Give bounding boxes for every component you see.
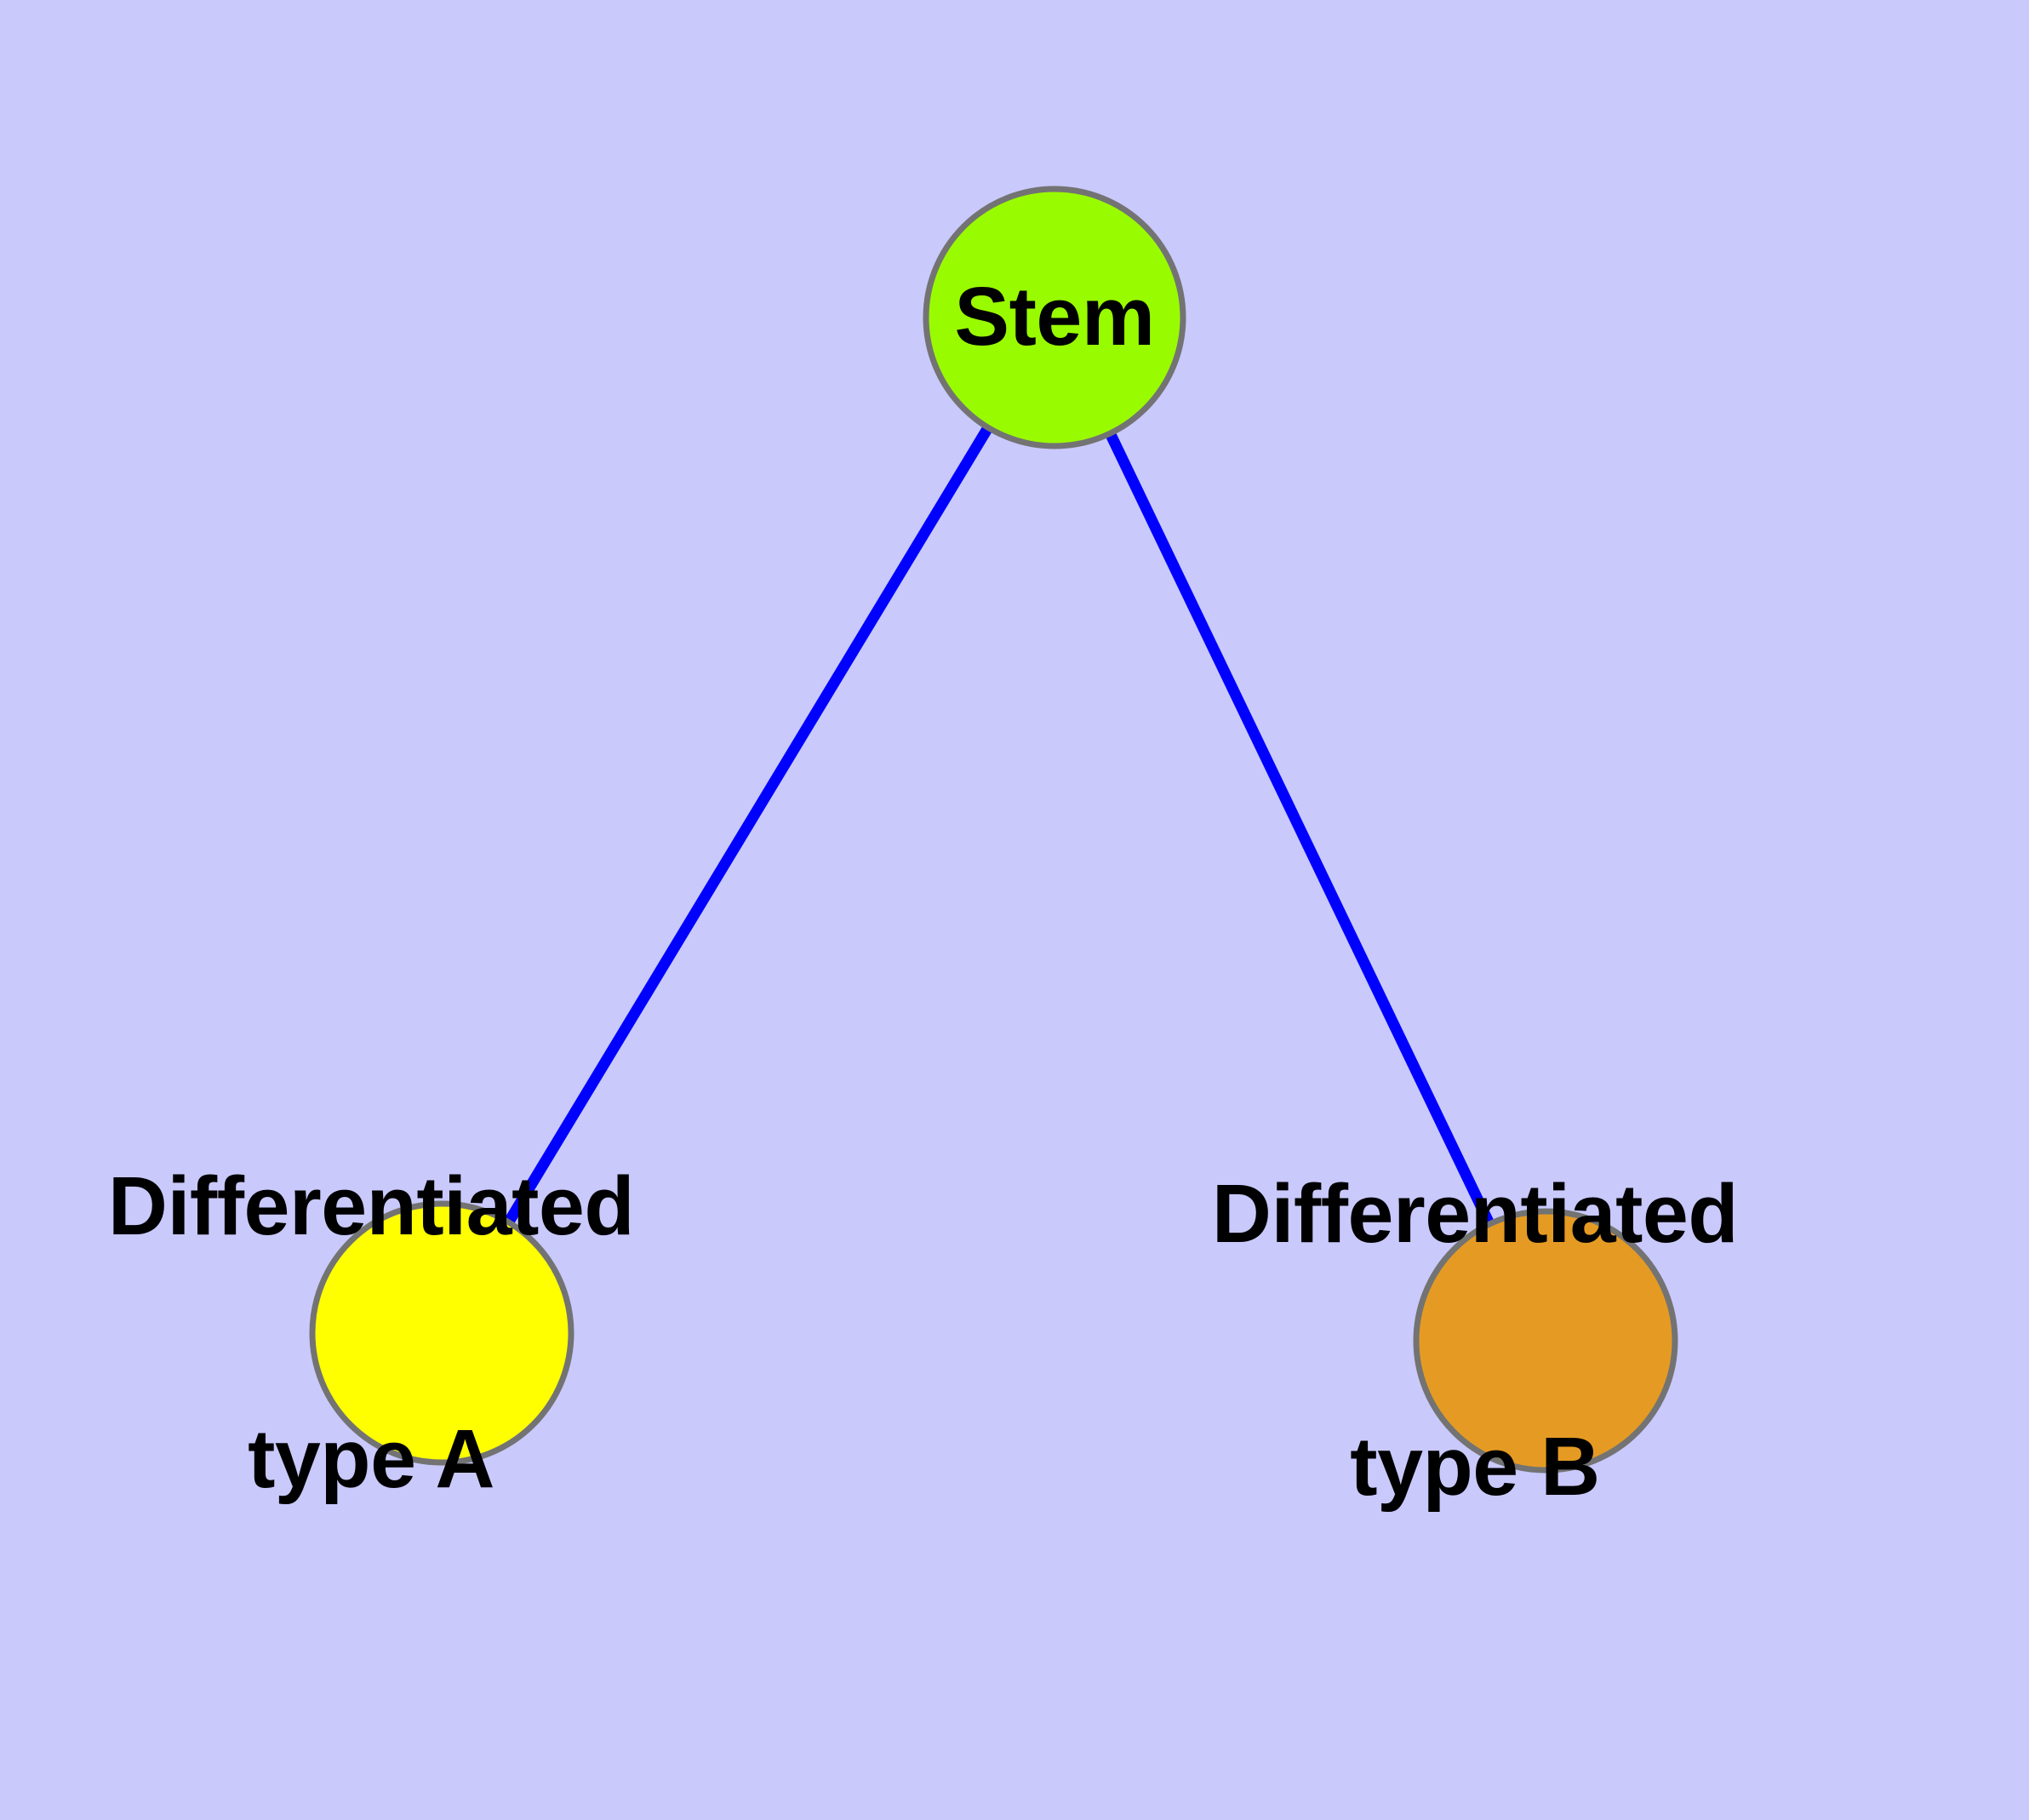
edge-stem-to-diff-type-b: [1049, 315, 1551, 1343]
edge-stem-to-diff-type-a: [437, 314, 1060, 1336]
node-diff-type-b[interactable]: [1413, 1208, 1678, 1474]
node-layer: [309, 186, 1678, 1474]
node-stem[interactable]: [923, 186, 1186, 449]
node-diff-type-a[interactable]: [309, 1200, 574, 1466]
edge-layer: [437, 314, 1551, 1343]
